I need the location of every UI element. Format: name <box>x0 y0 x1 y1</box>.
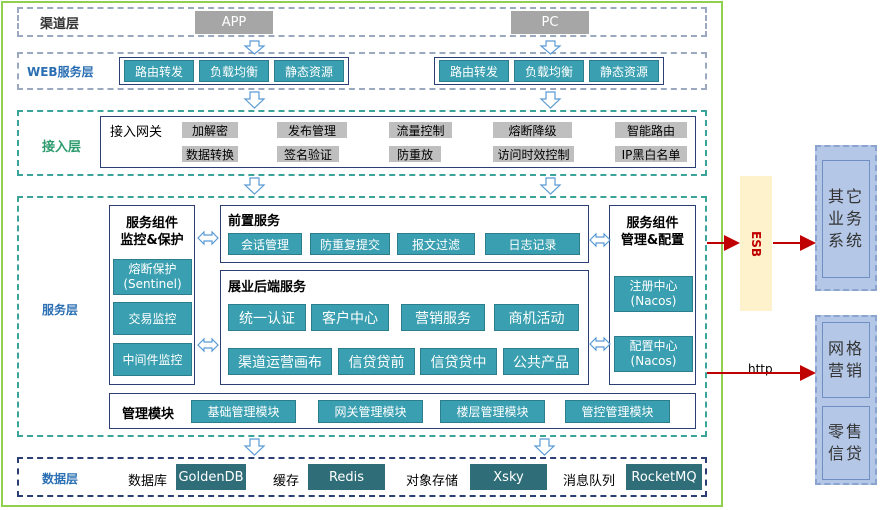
gateway-layer <box>17 110 707 176</box>
down-arrow-web-gateway-right <box>539 91 562 109</box>
gateway-ip-blacklist: IP黑白名单 <box>615 146 687 162</box>
web-right-load-balancing: 负载均衡 <box>514 60 584 82</box>
data-layer-label: 数据层 <box>42 472 79 486</box>
middleware-monitoring: 中间件监控 <box>113 343 192 376</box>
unified-authentication: 统一认证 <box>228 304 306 331</box>
message-queue-label: 消息队列 <box>563 474 616 489</box>
down-arrow-gateway-service-left <box>243 177 266 195</box>
web-right-static-resources: 静态资源 <box>589 60 659 82</box>
gateway-release-management: 发布管理 <box>277 122 347 138</box>
web-layer-label: WEB服务层 <box>27 65 94 79</box>
duplicate-submit-prevention: 防重复提交 <box>310 233 390 255</box>
object-storage-label: 对象存储 <box>406 474 459 489</box>
gateway-title: 接入网关 <box>110 125 163 140</box>
gateway-encryption: 加解密 <box>182 122 238 138</box>
registry-center-nacos: 注册中心 (Nacos) <box>614 276 693 312</box>
down-arrow-gateway-service-right <box>539 177 562 195</box>
gateway-traffic-control: 流量控制 <box>389 122 452 138</box>
gateway-access-time-control: 访问时效控制 <box>493 146 574 162</box>
down-arrow-service-data-left <box>243 438 266 456</box>
down-arrow-service-data-right <box>533 438 556 456</box>
other-business-systems: 其它 业务 系统 <box>822 160 870 278</box>
credit-pre-loan: 信贷贷前 <box>338 348 415 375</box>
down-arrow-web-gateway-left <box>243 91 266 109</box>
web-left-load-balancing: 负载均衡 <box>199 60 269 82</box>
gateway-management-module: 网关管理模块 <box>318 400 423 423</box>
esb-bar: ESB <box>740 176 772 311</box>
channel-operation-canvas: 渠道运营画布 <box>228 348 332 375</box>
cache-label: 缓存 <box>273 474 300 489</box>
service-layer-label: 服务层 <box>42 303 79 317</box>
double-arrow-right-backend <box>589 336 611 352</box>
app-channel: APP <box>195 11 273 34</box>
double-arrow-right-front <box>589 232 611 248</box>
gateway-data-conversion: 数据转换 <box>182 146 238 162</box>
web-right-routing: 路由转发 <box>439 60 509 82</box>
message-queue-rocketmq: RocketMQ <box>626 464 702 490</box>
database-goldendb: GoldenDB <box>176 464 246 490</box>
gateway-anti-replay: 防重放 <box>389 146 441 162</box>
business-opportunity-activity: 商机活动 <box>494 304 579 331</box>
basic-management-module: 基础管理模块 <box>191 400 296 423</box>
object-storage-xsky: Xsky <box>470 464 547 490</box>
circuit-protection-sentinel: 熔断保护 (Sentinel) <box>113 259 192 295</box>
down-arrow-app-web <box>243 40 266 55</box>
management-module-title: 管理模块 <box>122 407 175 422</box>
gateway-layer-label: 接入层 <box>42 140 82 155</box>
session-management: 会话管理 <box>228 233 302 255</box>
channel-layer <box>17 7 707 37</box>
monitor-protect-title: 服务组件 监控&保护 <box>120 216 184 248</box>
floor-management-module: 楼层管理模块 <box>440 400 545 423</box>
front-service-title: 前置服务 <box>228 214 281 229</box>
credit-in-loan: 信贷贷中 <box>420 348 497 375</box>
double-arrow-left-backend <box>197 337 219 353</box>
channel-layer-label: 渠道层 <box>40 17 80 32</box>
pc-channel: PC <box>511 11 589 34</box>
message-filter: 报文过滤 <box>397 233 475 255</box>
web-layer <box>17 52 707 90</box>
down-arrow-pc-web <box>539 40 562 55</box>
marketing-service: 营销服务 <box>401 304 485 331</box>
log-recording: 日志记录 <box>485 233 580 255</box>
web-left-routing: 路由转发 <box>124 60 194 82</box>
retail-credit: 零售 信贷 <box>822 406 870 480</box>
gateway-signature-verification: 签名验证 <box>277 146 339 162</box>
data-layer <box>17 457 707 497</box>
gateway-circuit-breaker: 熔断降级 <box>493 122 572 138</box>
gateway-smart-routing: 智能路由 <box>615 122 687 138</box>
double-arrow-left-front <box>197 230 219 246</box>
public-products: 公共产品 <box>503 348 579 375</box>
web-left-static-resources: 静态资源 <box>274 60 344 82</box>
service-layer <box>17 196 707 437</box>
management-config-title: 服务组件 管理&配置 <box>620 216 685 248</box>
transaction-monitoring: 交易监控 <box>113 302 192 335</box>
database-label: 数据库 <box>128 474 168 489</box>
backend-service-title: 展业后端服务 <box>228 280 307 295</box>
cache-redis: Redis <box>308 464 385 490</box>
config-center-nacos: 配置中心 (Nacos) <box>614 336 693 372</box>
control-management-module: 管控管理模块 <box>565 400 670 423</box>
customer-center: 客户中心 <box>311 304 389 331</box>
grid-marketing: 网格 营销 <box>822 322 870 398</box>
architecture-frame <box>1 1 723 507</box>
